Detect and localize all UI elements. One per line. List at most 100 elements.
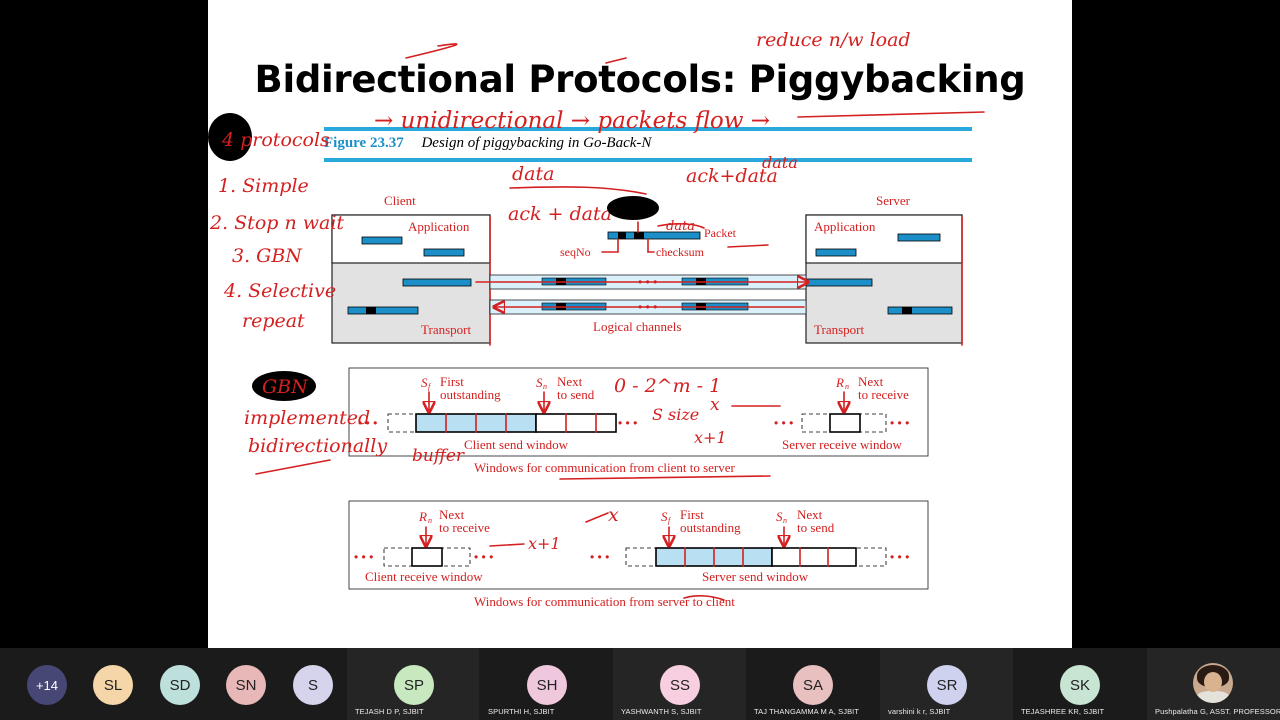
sc-dots-mid: • • •: [474, 550, 493, 564]
annot-data-2: data: [762, 153, 798, 172]
annot-x-plus-1: x+1: [694, 428, 727, 447]
cs-sn-sub: n: [543, 382, 547, 391]
client-receive-window-label: Client receive window: [365, 569, 483, 584]
cs-sn-label-1: Next: [557, 374, 583, 389]
logical-channels: [475, 274, 808, 315]
sc-dots-left: • • •: [354, 550, 373, 564]
channel-dots-bottom: • • •: [638, 300, 657, 314]
annot-arrow-2: [727, 244, 769, 248]
cs-sf-label-1: First: [440, 374, 464, 389]
cs-sn-symbol: S: [536, 375, 543, 390]
annot-protocols: 4 protocols: [221, 129, 330, 151]
seqno-label: seqNo: [560, 245, 591, 259]
sc-rn-label-1: Next: [439, 507, 465, 522]
sc-sn-symbol: S: [776, 509, 783, 524]
packet-label: Packet: [704, 226, 737, 240]
checksum-label: checksum: [656, 245, 705, 259]
client-to-server-caption: Windows for communication from client to…: [474, 460, 736, 475]
sc-sn-sub: n: [783, 516, 787, 525]
cs-dots-mid: • • •: [618, 416, 637, 430]
participant-tile[interactable]: SP TEJASH D P, SJBIT: [347, 648, 479, 720]
annot-list-3: 3. GBN: [232, 245, 303, 267]
slide-title: Bidirectional Protocols: Piggybacking: [254, 58, 1026, 101]
client-application-label: Application: [408, 219, 470, 234]
annot-underline-2: [255, 459, 331, 475]
figure-title: Figure 23.37 Design of piggybacking in G…: [324, 135, 651, 152]
cs-sf-label-2: outstanding: [440, 387, 501, 402]
cs-dots-right2: • • •: [890, 416, 909, 430]
participant-name: YASHWANTH S, SJBIT: [621, 707, 702, 716]
participant-avatar[interactable]: SN: [226, 665, 266, 705]
participant-avatar: SH: [527, 665, 567, 705]
annot-x1: x: [710, 395, 720, 415]
participant-tile[interactable]: SA TAJ THANGAMMA M A, SJBIT: [746, 648, 879, 720]
server-transport-label: Transport: [814, 322, 864, 337]
annot-reduce: reduce n/w load: [756, 29, 911, 51]
participant-avatar[interactable]: SD: [160, 665, 200, 705]
annot-buffer: buffer: [412, 446, 465, 466]
participant-tile[interactable]: SK TEJASHREE KR, SJBIT: [1013, 648, 1146, 720]
figure-top-rule: [324, 127, 972, 131]
participant-avatar[interactable]: SL: [93, 665, 133, 705]
server-receive-window-label: Server receive window: [782, 437, 902, 452]
annot-underline-3: [559, 475, 771, 480]
cs-dots-right1: • • •: [774, 416, 793, 430]
participant-avatar: SP: [394, 665, 434, 705]
server-label: Server: [876, 193, 911, 208]
annot-data-1: data: [512, 163, 554, 185]
cs-sf-symbol: S: [421, 375, 428, 390]
more-participants-count: +14: [35, 677, 59, 693]
annot-circle-4: [208, 113, 252, 161]
annot-circle-gbn: [252, 371, 316, 401]
figure-bottom-rule: [324, 158, 972, 162]
participant-tile[interactable]: SS YASHWANTH S, SJBIT: [613, 648, 746, 720]
cs-sf-sub: f: [428, 382, 432, 391]
participant-tile[interactable]: SH SPURTHI H, SJBIT: [480, 648, 613, 720]
participant-tile[interactable]: SR varshini k r, SJBIT: [880, 648, 1013, 720]
annot-list-4b: repeat: [242, 310, 305, 332]
annot-ssize: S size: [652, 405, 699, 424]
annot-implemented: implemented: [244, 407, 370, 429]
annot-arrow-5: [489, 543, 525, 547]
participant-name: SPURTHI H, SJBIT: [488, 707, 555, 716]
cs-rn-label-1: Next: [858, 374, 884, 389]
annot-circle-ackno: [607, 196, 659, 220]
sc-rn-label-2: to receive: [439, 520, 490, 535]
packet-detail: [601, 221, 701, 253]
server-to-client-panel: [348, 500, 929, 590]
figure-number: Figure 23.37: [324, 135, 404, 151]
figure-caption: Design of piggybacking in Go-Back-N: [421, 135, 652, 151]
participant-name: TEJASHREE KR, SJBIT: [1021, 707, 1105, 716]
server-application-label: Application: [814, 219, 876, 234]
annot-ack-data-2: ack+data: [686, 165, 778, 187]
annot-data-3: data: [666, 219, 695, 234]
sc-sn-label-1: Next: [797, 507, 823, 522]
annot-list-4a: 4. Selective: [223, 280, 336, 302]
annot-arrow-4: [585, 512, 609, 523]
sc-rn-symbol: R: [418, 509, 427, 524]
annot-x2: x: [608, 504, 619, 526]
annot-list-2: 2. Stop n wait: [209, 212, 344, 234]
cs-rn-sub: n: [845, 382, 849, 391]
cs-rn-symbol: R: [835, 375, 844, 390]
annot-list-1: 1. Simple: [218, 175, 309, 197]
cs-sn-label-2: to send: [557, 387, 595, 402]
annot-ack-data: ack + data: [508, 203, 612, 225]
presenter-name: Pushpalatha G, ASST. PROFESSOR, E...: [1155, 707, 1280, 716]
sc-sn-label-2: to send: [797, 520, 835, 535]
annot-gbn: GBN: [262, 376, 309, 398]
ackno-label: ackNo: [614, 201, 645, 215]
participant-name: TEJASH D P, SJBIT: [355, 707, 424, 716]
annot-stroke-1: [405, 43, 458, 59]
participant-avatar[interactable]: S: [293, 665, 333, 705]
server-send-window-label: Server send window: [702, 569, 809, 584]
annot-arrow-6: [683, 595, 725, 601]
participant-avatar: SA: [793, 665, 833, 705]
server-host-box: [805, 214, 963, 346]
client-label: Client: [384, 193, 416, 208]
more-participants-button[interactable]: +14: [27, 665, 67, 705]
cs-rn-label-2: to receive: [858, 387, 909, 402]
annot-range: 0 - 2^m - 1: [614, 375, 721, 397]
participant-name: TAJ THANGAMMA M A, SJBIT: [754, 707, 860, 716]
client-to-server-panel: [348, 367, 929, 457]
